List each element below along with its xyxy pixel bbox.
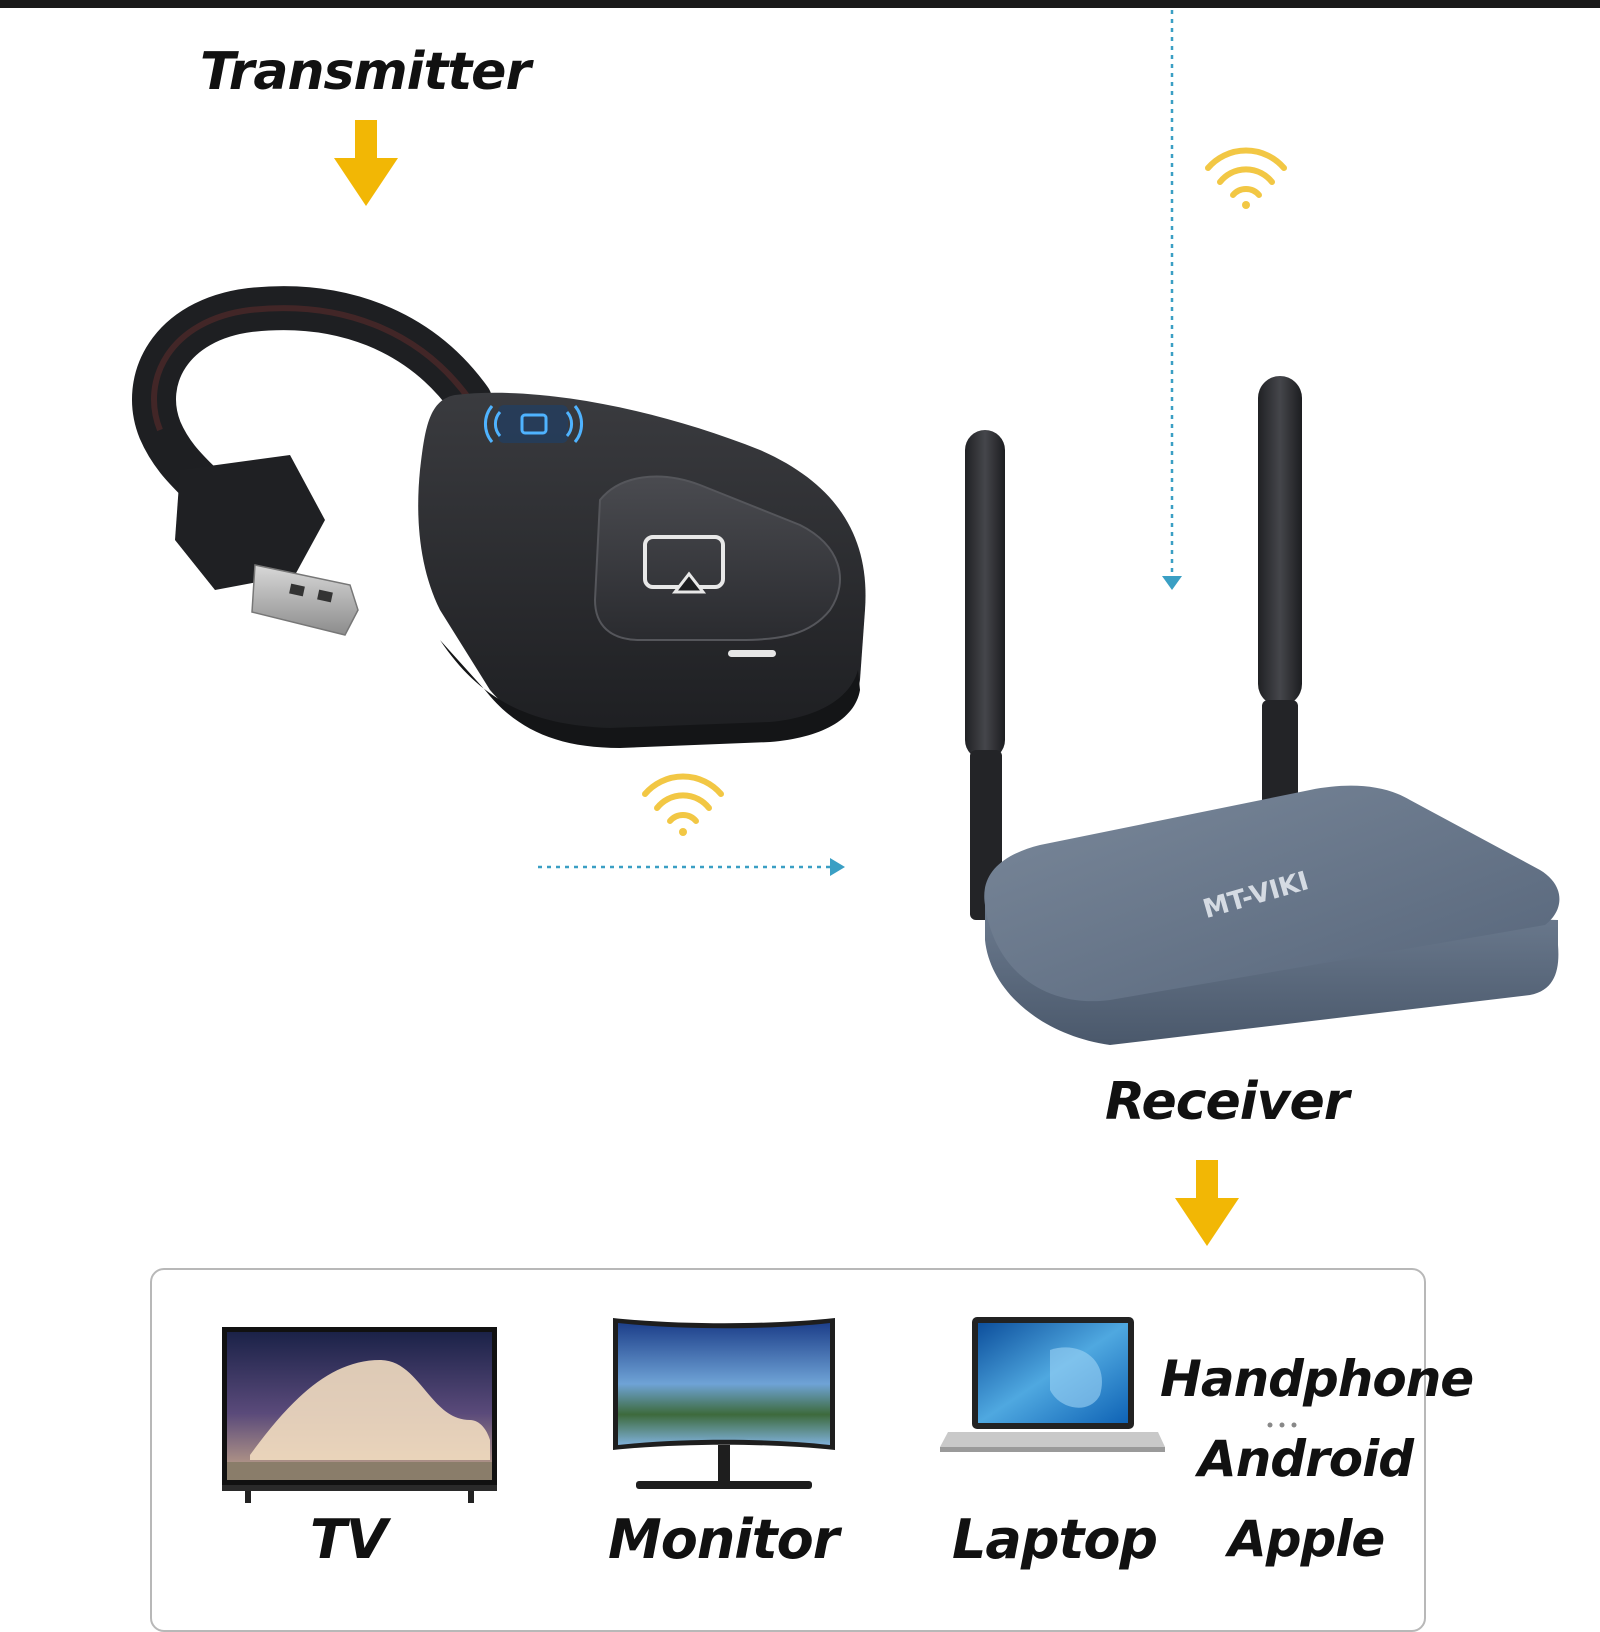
receiver-device: MT-VIKI <box>965 376 1560 1045</box>
signal-line-vertical <box>1162 10 1182 590</box>
laptop-label: Laptop <box>952 1508 1158 1571</box>
down-arrow-icon <box>334 120 398 206</box>
handphone-label: Handphone <box>1160 1350 1474 1408</box>
nfc-icon <box>484 405 583 443</box>
wifi-icon <box>642 773 724 836</box>
android-label: Android <box>1198 1430 1414 1488</box>
apple-label: Apple <box>1228 1510 1385 1568</box>
top-border <box>0 0 1600 8</box>
cast-button <box>593 475 841 641</box>
receiver-label: Receiver <box>1105 1072 1349 1132</box>
screen-cast-icon <box>643 535 725 594</box>
receiver-body <box>984 785 1560 1002</box>
antenna-left <box>965 430 1005 920</box>
status-led <box>728 650 776 657</box>
signal-line-horizontal <box>538 858 845 876</box>
transmitter-device <box>132 286 866 748</box>
monitor-label: Monitor <box>608 1508 839 1571</box>
down-arrow-icon <box>1175 1160 1239 1246</box>
wifi-icon <box>1205 147 1287 209</box>
usb-plug <box>175 455 359 636</box>
tv-label: TV <box>310 1508 388 1571</box>
transmitter-label: Transmitter <box>200 42 531 102</box>
antenna-right <box>1258 376 1302 820</box>
